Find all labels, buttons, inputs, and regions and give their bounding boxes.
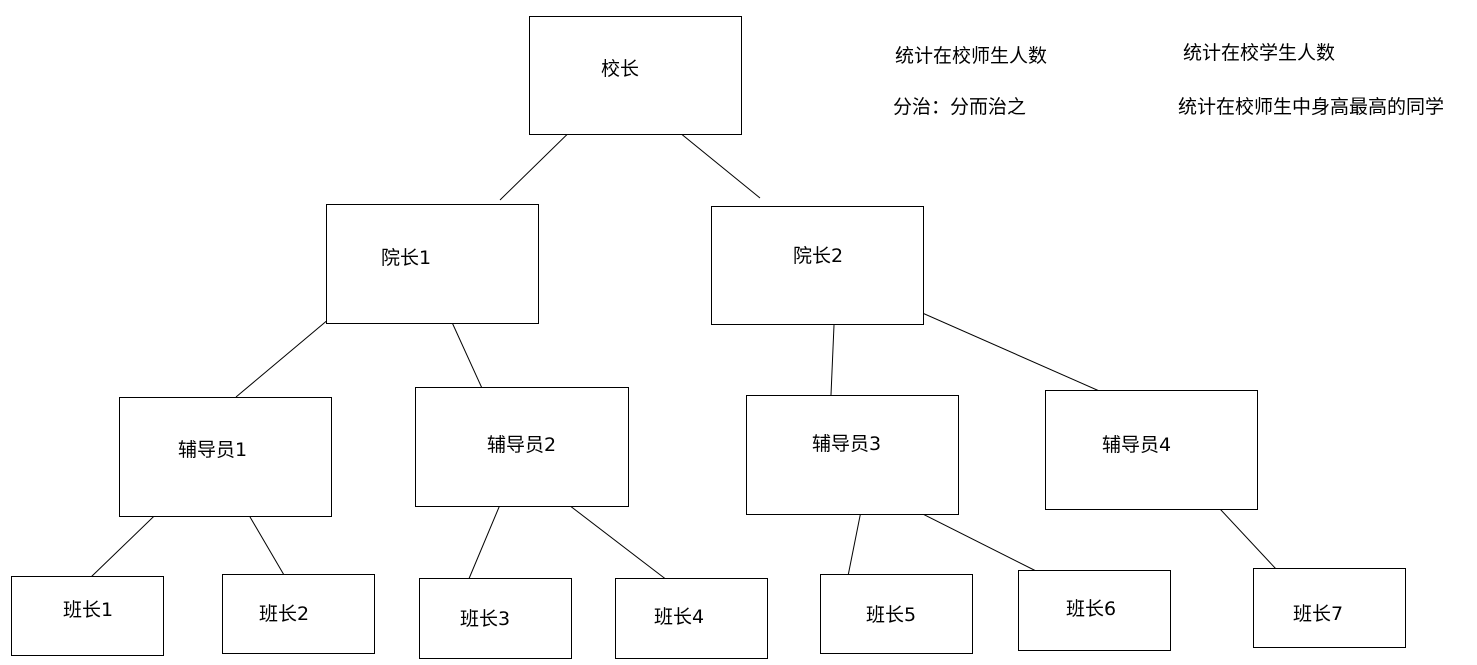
node-monitor5 — [820, 574, 973, 654]
node-monitor6-label: 班长6 — [1066, 598, 1117, 620]
node-monitor4 — [615, 578, 768, 659]
node-dean2 — [711, 206, 924, 325]
node-monitor6 — [1018, 570, 1171, 651]
node-monitor3 — [419, 578, 572, 659]
note-divide-conquer: 分治：分而治之 — [893, 96, 1027, 118]
node-principal-label: 校长 — [601, 58, 640, 80]
node-counselor3-label: 辅导员3 — [812, 433, 882, 455]
node-counselor4-label: 辅导员4 — [1102, 434, 1172, 456]
note-count-teachers-students: 统计在校师生人数 — [895, 45, 1048, 67]
node-monitor2 — [222, 574, 375, 654]
node-dean1-label: 院长1 — [381, 247, 432, 269]
node-dean1 — [326, 204, 539, 324]
node-monitor2-label: 班长2 — [259, 603, 310, 625]
node-monitor3-label: 班长3 — [460, 608, 511, 630]
node-monitor7-label: 班长7 — [1293, 603, 1344, 625]
node-monitor7 — [1253, 568, 1406, 648]
node-monitor1-label: 班长1 — [63, 599, 114, 621]
node-monitor4-label: 班长4 — [654, 606, 705, 628]
node-counselor4 — [1045, 390, 1258, 510]
note-tallest: 统计在校师生中身高最高的同学 — [1178, 96, 1445, 118]
node-counselor1-label: 辅导员1 — [178, 439, 248, 461]
node-counselor1 — [119, 397, 332, 517]
node-monitor5-label: 班长5 — [866, 604, 917, 626]
node-monitor1 — [11, 576, 164, 656]
edge-counselor2-monitor3 — [467, 499, 503, 582]
node-counselor2 — [415, 387, 629, 507]
node-dean2-label: 院长2 — [793, 245, 844, 267]
node-counselor3 — [746, 395, 959, 515]
edge-counselor3-monitor5 — [847, 505, 863, 577]
note-count-students: 统计在校学生人数 — [1183, 42, 1336, 64]
node-counselor2-label: 辅导员2 — [487, 434, 557, 456]
node-principal — [529, 16, 742, 135]
